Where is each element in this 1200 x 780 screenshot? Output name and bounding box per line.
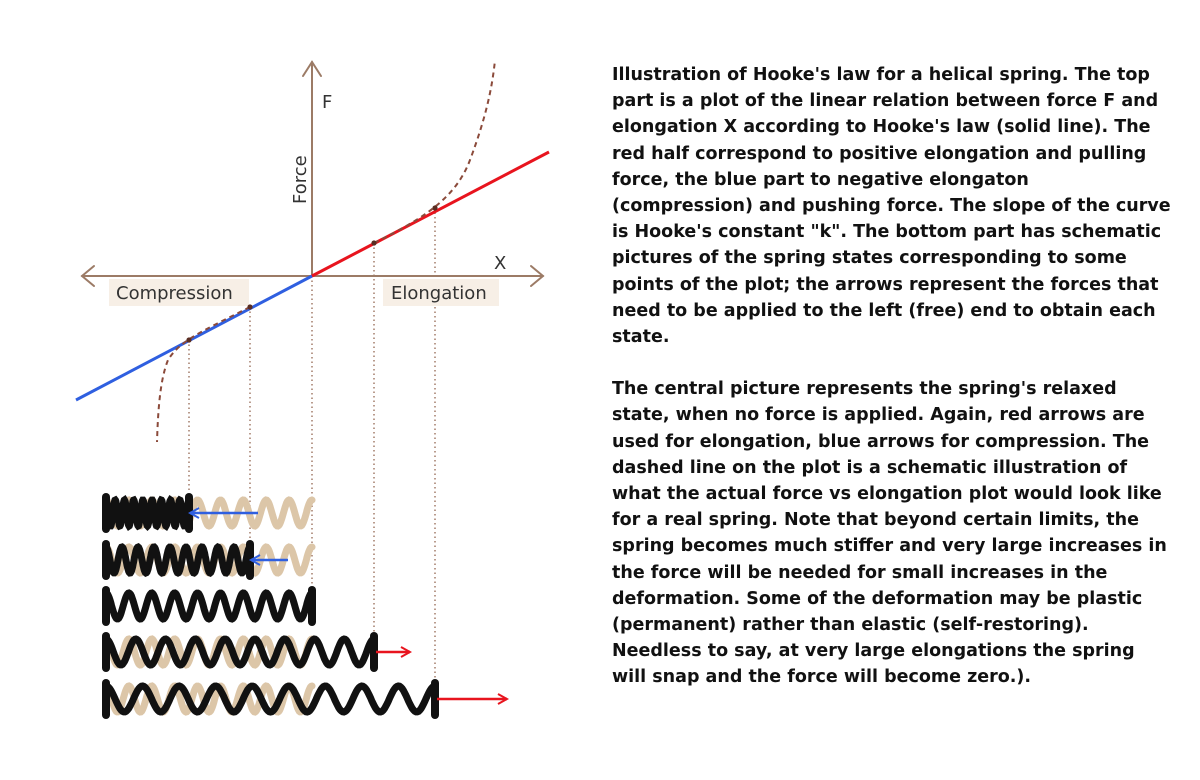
elongation-label-background [383, 279, 499, 306]
spring-elongated-mid [102, 632, 410, 672]
point-elongation-mid [371, 240, 377, 246]
spring-coil [102, 495, 193, 531]
spring-relaxed [102, 586, 316, 626]
real-spring-curve-compression [156, 306, 251, 443]
spring-coil [102, 635, 378, 669]
point-elongation-max [432, 205, 438, 211]
real-spring-curve-elongation [373, 59, 496, 244]
axes [80, 60, 545, 287]
spring-compressed-max [102, 493, 316, 533]
y-axis-arrow [302, 60, 322, 77]
point-compression-mid [247, 304, 253, 310]
spring-states [102, 493, 507, 719]
curve-points [186, 205, 438, 343]
spring-coil [102, 542, 254, 578]
caption: Illustration of Hooke's law for a helica… [612, 62, 1172, 691]
x-axis-letter: X [494, 253, 506, 274]
spring-elongated-max [102, 679, 507, 719]
x-axis-arrow-right [530, 265, 545, 287]
x-axis-arrow-left [80, 265, 95, 287]
relaxed-reference-coil [102, 682, 316, 716]
spring-coil [102, 589, 316, 623]
caption-paragraph-2: The central picture represents the sprin… [612, 379, 1167, 688]
projection-lines [188, 208, 436, 690]
y-axis-title: Force [290, 155, 311, 204]
hooke-line-compression [75, 274, 313, 402]
compression-label: Compression [116, 283, 233, 304]
y-axis-letter: F [322, 92, 332, 113]
elongation-label: Elongation [391, 283, 487, 304]
caption-paragraph-1: Illustration of Hooke's law for a helica… [612, 65, 1171, 348]
spring-compressed-mid [102, 540, 316, 580]
point-compression-max [186, 337, 192, 343]
spring-coil [102, 682, 439, 716]
compression-label-background [109, 279, 249, 306]
hookes-law-diagram: F Force X Compression Elongation [75, 59, 550, 719]
hooke-line-elongation [311, 150, 550, 278]
